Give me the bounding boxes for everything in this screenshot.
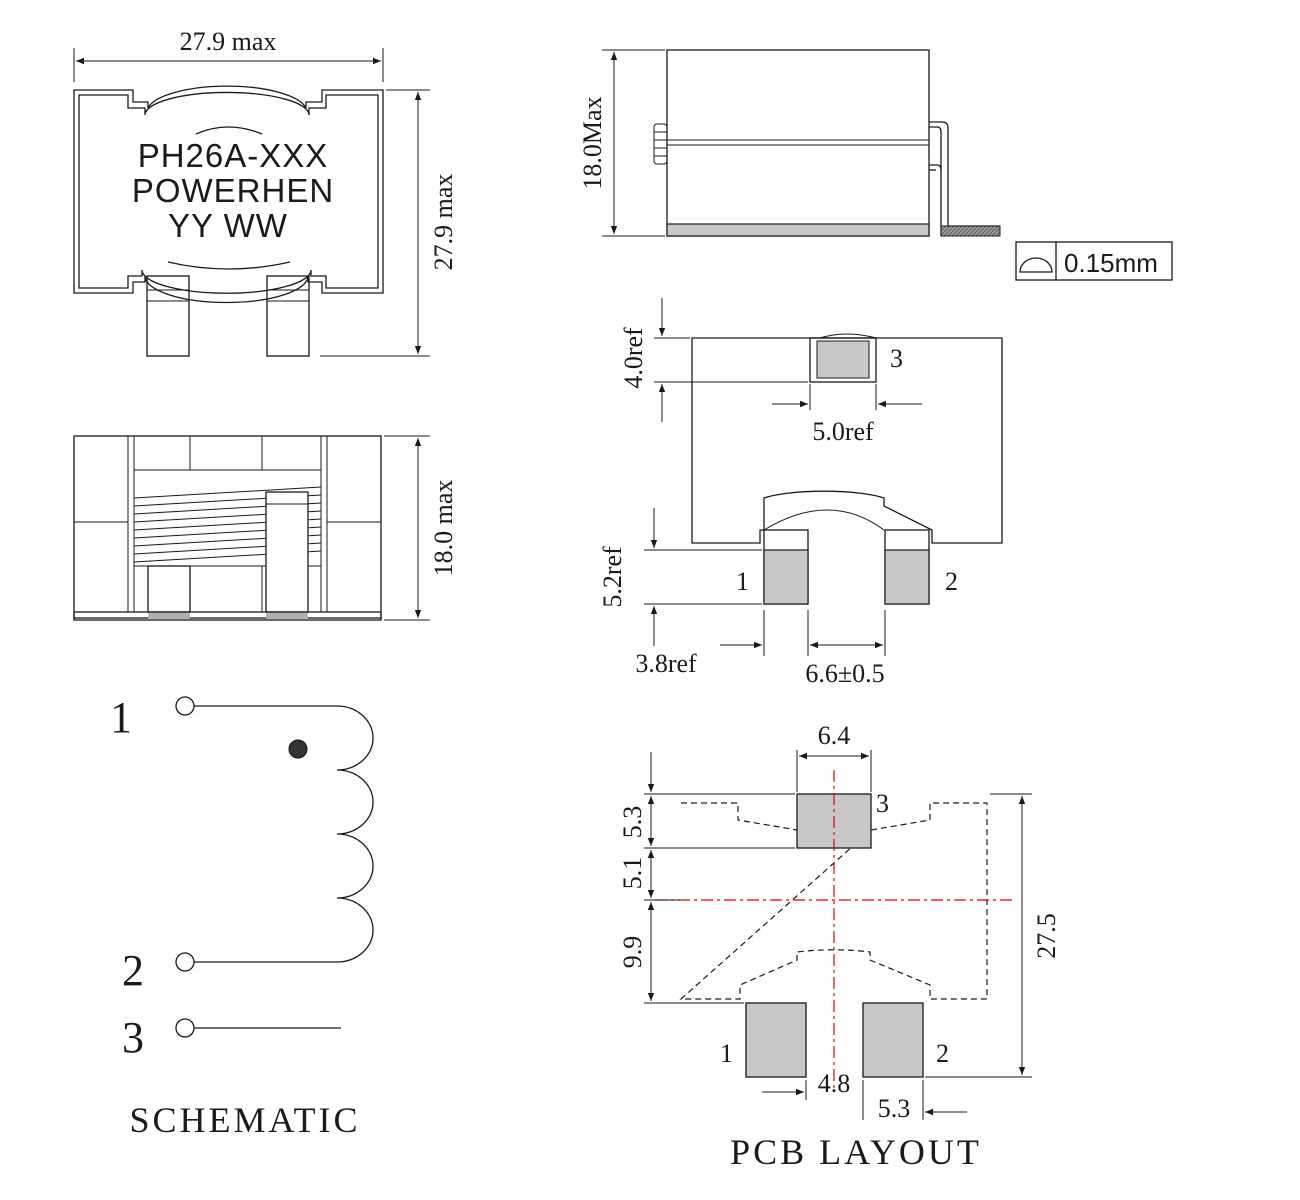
pcb-pin1: 1: [720, 1039, 733, 1068]
pcb-dim-low: 9.9: [618, 936, 647, 969]
schematic-title: SCHEMATIC: [129, 1100, 360, 1140]
pad-height-dim: 5.2ref: [598, 546, 627, 608]
schematic-pin2: 2: [122, 946, 144, 995]
pad3-width-dim: 5.0ref: [812, 417, 874, 446]
schematic: 1 2 3 SCHEMATIC: [110, 693, 374, 1140]
pcb-layout: 3 1 2 6.4 5.3 5.1 9.9 27.5 4.8 5.3: [618, 721, 1061, 1172]
bottom-view: 3 1 2 4.0ref 5.0ref 5.2ref 3.8ref: [598, 298, 1003, 688]
marking-line3: YY WW: [168, 207, 288, 244]
pad-gap-dim: 6.6±0.5: [805, 659, 884, 688]
pcb-layout-title: PCB LAYOUT: [730, 1132, 982, 1172]
top-width-dim: 27.9 max: [180, 27, 277, 56]
bottom-pin2: 2: [945, 567, 958, 596]
polarity-dot: [288, 739, 308, 759]
marking-line1: PH26A-XXX: [138, 137, 329, 174]
pcb-pad-1: [745, 1002, 807, 1078]
side-height-dim: 18.0Max: [578, 96, 607, 189]
pcb-dim-top: 5.3: [618, 806, 647, 839]
bottom-pin1: 1: [736, 567, 749, 596]
pcb-pad-2: [862, 1002, 924, 1078]
pad-width-dim: 3.8ref: [635, 649, 697, 678]
schematic-pin3: 3: [122, 1013, 144, 1062]
pad3-height-dim: 4.0ref: [619, 327, 648, 389]
side-view: 18.0Max 0.15mm: [578, 49, 1173, 281]
bottom-pin3: 3: [890, 344, 903, 373]
front-height-dim: 18.0 max: [429, 480, 458, 577]
pcb-pad-gap: 4.8: [818, 1069, 851, 1098]
coplanarity-value: 0.15mm: [1064, 248, 1158, 278]
schematic-pin1: 1: [110, 693, 132, 742]
top-view: 27.9 max PH26A-XXX POWERHEN YY WW 27.9 m…: [73, 27, 458, 357]
pcb-pad3-width: 6.4: [818, 721, 851, 750]
pcb-pin2: 2: [936, 1039, 949, 1068]
pcb-total-height: 27.5: [1032, 913, 1061, 959]
pcb-pin3: 3: [876, 789, 889, 818]
pcb-dim-mid: 5.1: [618, 857, 647, 890]
top-height-dim: 27.9 max: [429, 174, 458, 271]
pcb-pad-width: 5.3: [878, 1094, 911, 1123]
marking-line2: POWERHEN: [132, 172, 334, 209]
front-view: 18.0 max: [73, 435, 458, 621]
